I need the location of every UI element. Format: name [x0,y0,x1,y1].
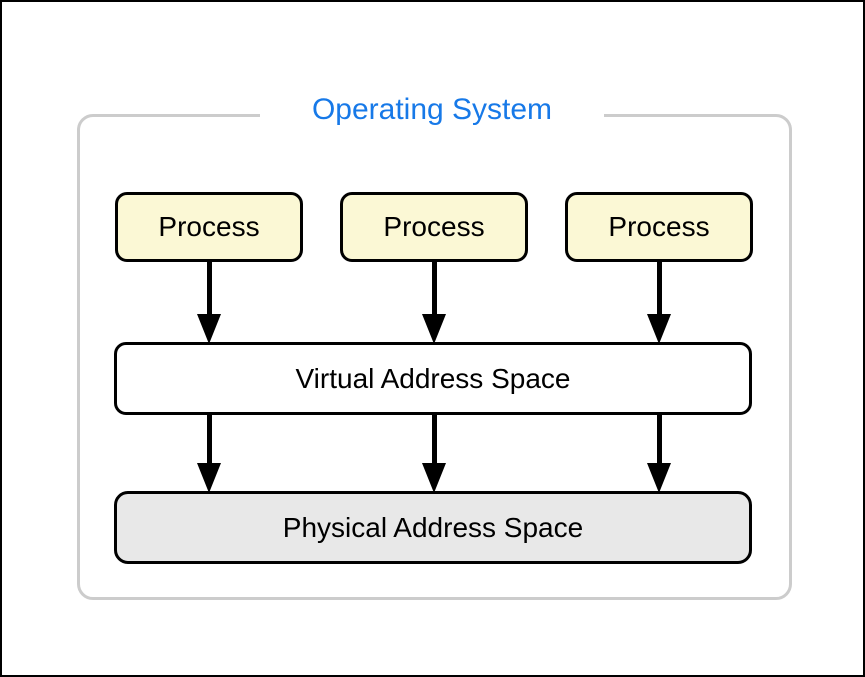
arrow-stem [431,413,437,463]
arrowhead-down-icon [422,314,446,344]
arrow-process3-to-virtual-icon [647,260,671,344]
arrow-process2-to-virtual-icon [422,260,446,344]
physical-address-space-box: Physical Address Space [114,491,752,564]
arrow-stem [431,260,437,314]
arrow-process1-to-virtual-icon [197,260,221,344]
arrow-virtual-to-physical-2-icon [422,413,446,493]
arrowhead-down-icon [647,463,671,493]
virtual-address-space-box: Virtual Address Space [114,342,752,415]
process-box-2: Process [340,192,528,262]
arrow-stem [656,413,662,463]
arrowhead-down-icon [197,463,221,493]
operating-system-title: Operating System [260,94,604,126]
process-box-3: Process [565,192,753,262]
arrowhead-down-icon [647,314,671,344]
arrow-stem [656,260,662,314]
arrow-virtual-to-physical-1-icon [197,413,221,493]
process-box-1: Process [115,192,303,262]
arrow-stem [206,260,212,314]
arrow-stem [206,413,212,463]
arrowhead-down-icon [197,314,221,344]
arrow-virtual-to-physical-3-icon [647,413,671,493]
arrowhead-down-icon [422,463,446,493]
